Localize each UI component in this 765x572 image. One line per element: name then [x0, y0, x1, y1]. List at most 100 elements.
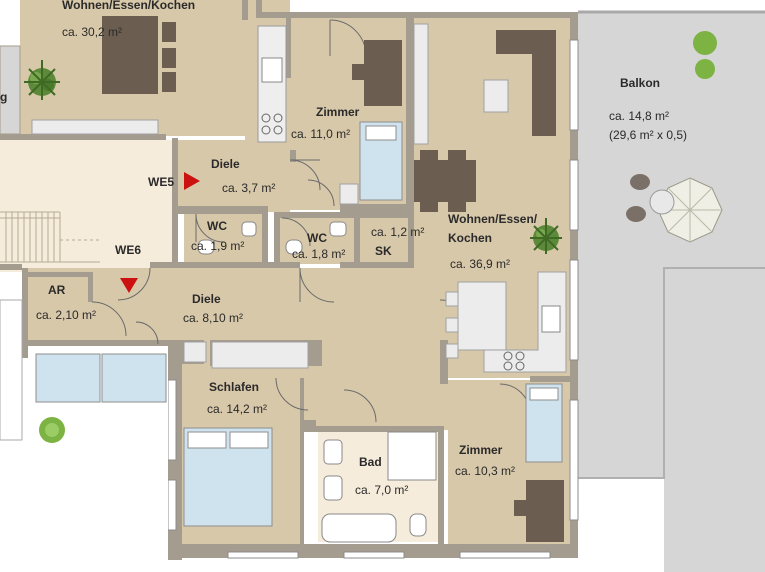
parasol — [657, 177, 723, 243]
room-area-diele-main: ca. 8,10 m² — [183, 311, 244, 325]
room-name-wc-left: WC — [207, 219, 227, 233]
sofa-corner — [496, 30, 556, 136]
chair-right-3 — [420, 202, 438, 212]
balcony-chair-1 — [630, 174, 650, 190]
plant-top-left — [24, 60, 60, 100]
entrance-label-we6: WE6 — [115, 243, 142, 257]
bad-sink-1 — [323, 439, 343, 465]
floor-corridor-low — [300, 340, 448, 430]
stair-hall — [0, 140, 178, 272]
room-area-wc-right: ca. 1,8 m² — [292, 247, 346, 261]
stool-1 — [445, 291, 459, 307]
stair-treads — [0, 211, 100, 263]
hob-right-3 — [503, 361, 513, 371]
shrub-terrace-2 — [45, 423, 59, 437]
wardrobe-schlafen-small — [183, 341, 207, 363]
desk-zimmer-bottom — [526, 480, 564, 542]
glass-panel-1 — [35, 353, 101, 403]
room-area-wohnen-right: ca. 36,9 m² — [450, 257, 511, 271]
desk-zimmer-top — [364, 40, 402, 106]
balcony-table — [649, 189, 675, 215]
wardrobe-schlafen — [211, 341, 309, 369]
room-name-ar: AR — [48, 283, 66, 297]
room-note-balkon: (29,6 m² x 0,5) — [609, 128, 688, 142]
plant-right — [530, 218, 562, 254]
chair-zimmer-bottom — [514, 500, 526, 516]
floor-diele-top — [178, 140, 290, 212]
glass-panel-2 — [101, 353, 167, 403]
floor-sk — [360, 218, 410, 262]
kitchen-counter-top — [257, 25, 287, 143]
hob-top-1 — [261, 113, 271, 123]
left-column — [0, 299, 23, 441]
entrance-label-we5: WE5 — [148, 175, 175, 189]
left-edge-room — [0, 45, 21, 135]
room-area-bad: ca. 7,0 m² — [355, 483, 409, 497]
room-name-wohnen-top: Wohnen/Essen/Kochen — [62, 0, 196, 12]
room-area-schlafen: ca. 14,2 m² — [207, 402, 268, 416]
bed-pillow-left — [187, 431, 227, 449]
room-name-zimmer-bottom: Zimmer — [459, 443, 503, 457]
windows — [167, 39, 579, 559]
side-cabinet — [413, 23, 429, 145]
room-name-schlafen: Schlafen — [209, 380, 260, 394]
wc-right-toilet — [285, 239, 303, 255]
room-area-zimmer-bottom: ca. 10,3 m² — [455, 464, 516, 478]
balcony-floor — [578, 12, 765, 572]
wc-left-toilet — [197, 239, 215, 255]
chair-top-1 — [162, 22, 176, 42]
balcony-edge — [578, 267, 765, 479]
hob-right-4 — [515, 361, 525, 371]
room-area-wohnen-top: ca. 30,2 m² — [62, 25, 123, 39]
room-name-diele-main: Diele — [192, 292, 221, 306]
balcony-chair-2 — [626, 206, 646, 222]
hob-right-2 — [515, 351, 525, 361]
shrub-balcony-2 — [695, 59, 715, 79]
room-name-wc-right: WC — [307, 231, 327, 245]
hob-top-2 — [273, 113, 283, 123]
bad-tub — [321, 513, 397, 543]
bad-shower — [387, 431, 437, 481]
sink-top — [261, 57, 283, 83]
room-area-balkon: ca. 14,8 m² — [609, 109, 670, 123]
room-name-bad: Bad — [359, 455, 382, 469]
stool-2 — [445, 317, 459, 333]
stool-3 — [445, 343, 459, 359]
sideboard-top — [31, 119, 159, 135]
hob-top-3 — [261, 125, 271, 135]
room-area-ar: ca. 2,10 m² — [36, 308, 97, 322]
coffee-table — [483, 79, 509, 113]
room-area-sk: ca. 1,2 m² — [371, 225, 425, 239]
bad-sink-2 — [323, 475, 343, 501]
chair-right-4 — [448, 202, 466, 212]
wardrobe-zimmer-top — [339, 183, 359, 205]
room-area-zimmer-top: ca. 11,0 m² — [291, 127, 351, 141]
sink-right — [541, 305, 561, 333]
bed-pillow-top — [365, 125, 397, 141]
chair-zimmer-top — [352, 64, 364, 80]
room-name-wohnen-right-1: Wohnen/Essen/ — [448, 212, 538, 226]
room-name-left-cut: g — [0, 90, 8, 104]
bad-toilet — [409, 513, 427, 537]
room-name-balkon: Balkon — [620, 76, 661, 90]
entrance-marker-we5 — [184, 172, 200, 190]
bed-pillow-right — [229, 431, 269, 449]
chair-right-1 — [420, 150, 438, 160]
room-name-diele-top: Diele — [211, 157, 240, 171]
room-name-sk: SK — [375, 244, 392, 258]
room-name-wohnen-right-2: Kochen — [448, 231, 493, 245]
dining-table-right — [414, 160, 476, 202]
hob-top-4 — [273, 125, 283, 135]
kitchen-island — [457, 281, 507, 351]
floor-ar — [28, 276, 90, 332]
entrance-marker-we6 — [120, 278, 138, 293]
chair-top-2 — [162, 48, 176, 68]
chair-right-2 — [448, 150, 466, 160]
kitchen-counter-right — [483, 271, 567, 373]
wc-right-sink — [329, 221, 347, 237]
room-area-wc-left: ca. 1,9 m² — [191, 239, 245, 253]
room-area-diele-top: ca. 3,7 m² — [222, 181, 276, 195]
dining-table-top — [102, 16, 158, 94]
shrub-balcony-1 — [693, 31, 717, 55]
